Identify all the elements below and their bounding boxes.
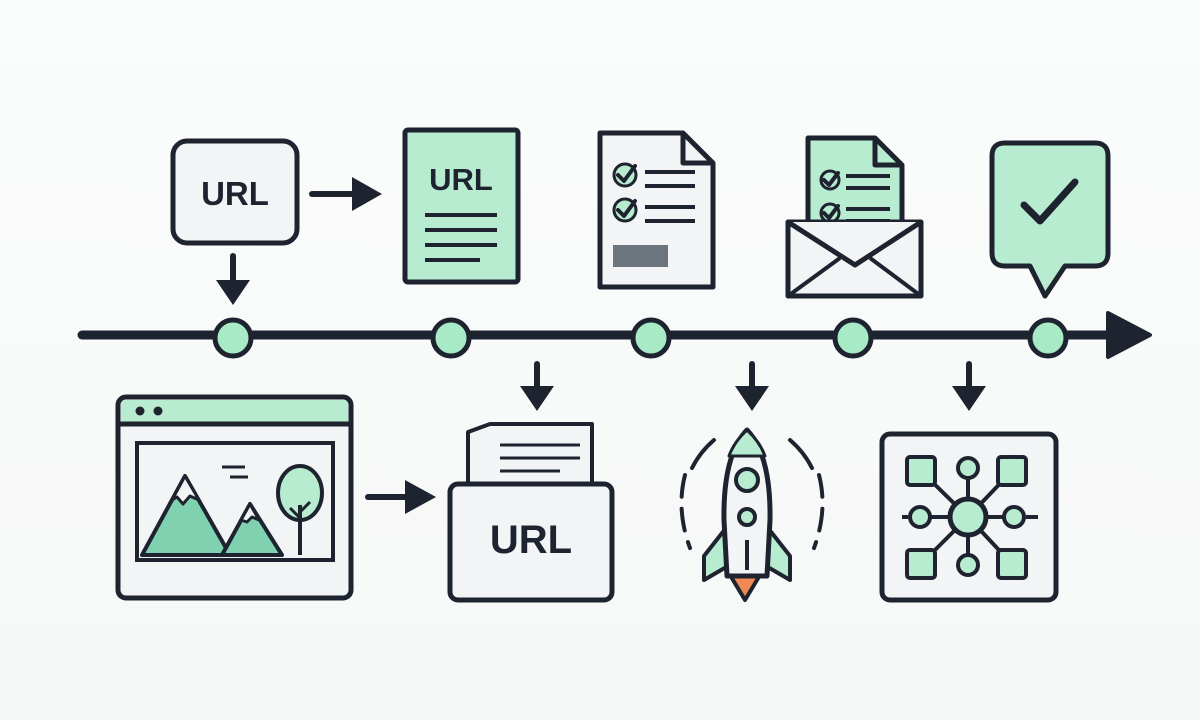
- url-document-label: URL: [429, 162, 493, 197]
- network-hub-icon: [879, 431, 1059, 603]
- rocket-launch-icon: [679, 427, 825, 602]
- timeline-node-1: [212, 317, 254, 359]
- url-document-icon: URL: [402, 127, 521, 285]
- arrow-right-2: [365, 480, 436, 514]
- checklist-document-icon: [597, 130, 716, 290]
- arrow-down-1: [216, 253, 250, 305]
- url-folder-label: URL: [490, 518, 572, 562]
- arrow-right-1: [309, 177, 382, 211]
- url-folder-icon: URL: [447, 422, 615, 603]
- browser-window-image-icon: [115, 394, 354, 601]
- url-box-icon: URL: [170, 138, 300, 246]
- timeline: [77, 311, 1152, 359]
- arrow-down-3: [735, 361, 769, 411]
- arrow-down-4: [952, 361, 986, 411]
- timeline-node-4: [832, 317, 874, 359]
- timeline-node-5: [1027, 317, 1069, 359]
- envelope-checklist-icon: [785, 135, 924, 299]
- url-box-label: URL: [201, 175, 269, 212]
- timeline-node-2: [430, 317, 472, 359]
- checkmark-speech-bubble-icon: [989, 140, 1111, 299]
- timeline-arrowhead: [1106, 311, 1152, 359]
- arrow-down-2: [520, 361, 554, 411]
- timeline-node-3: [630, 317, 672, 359]
